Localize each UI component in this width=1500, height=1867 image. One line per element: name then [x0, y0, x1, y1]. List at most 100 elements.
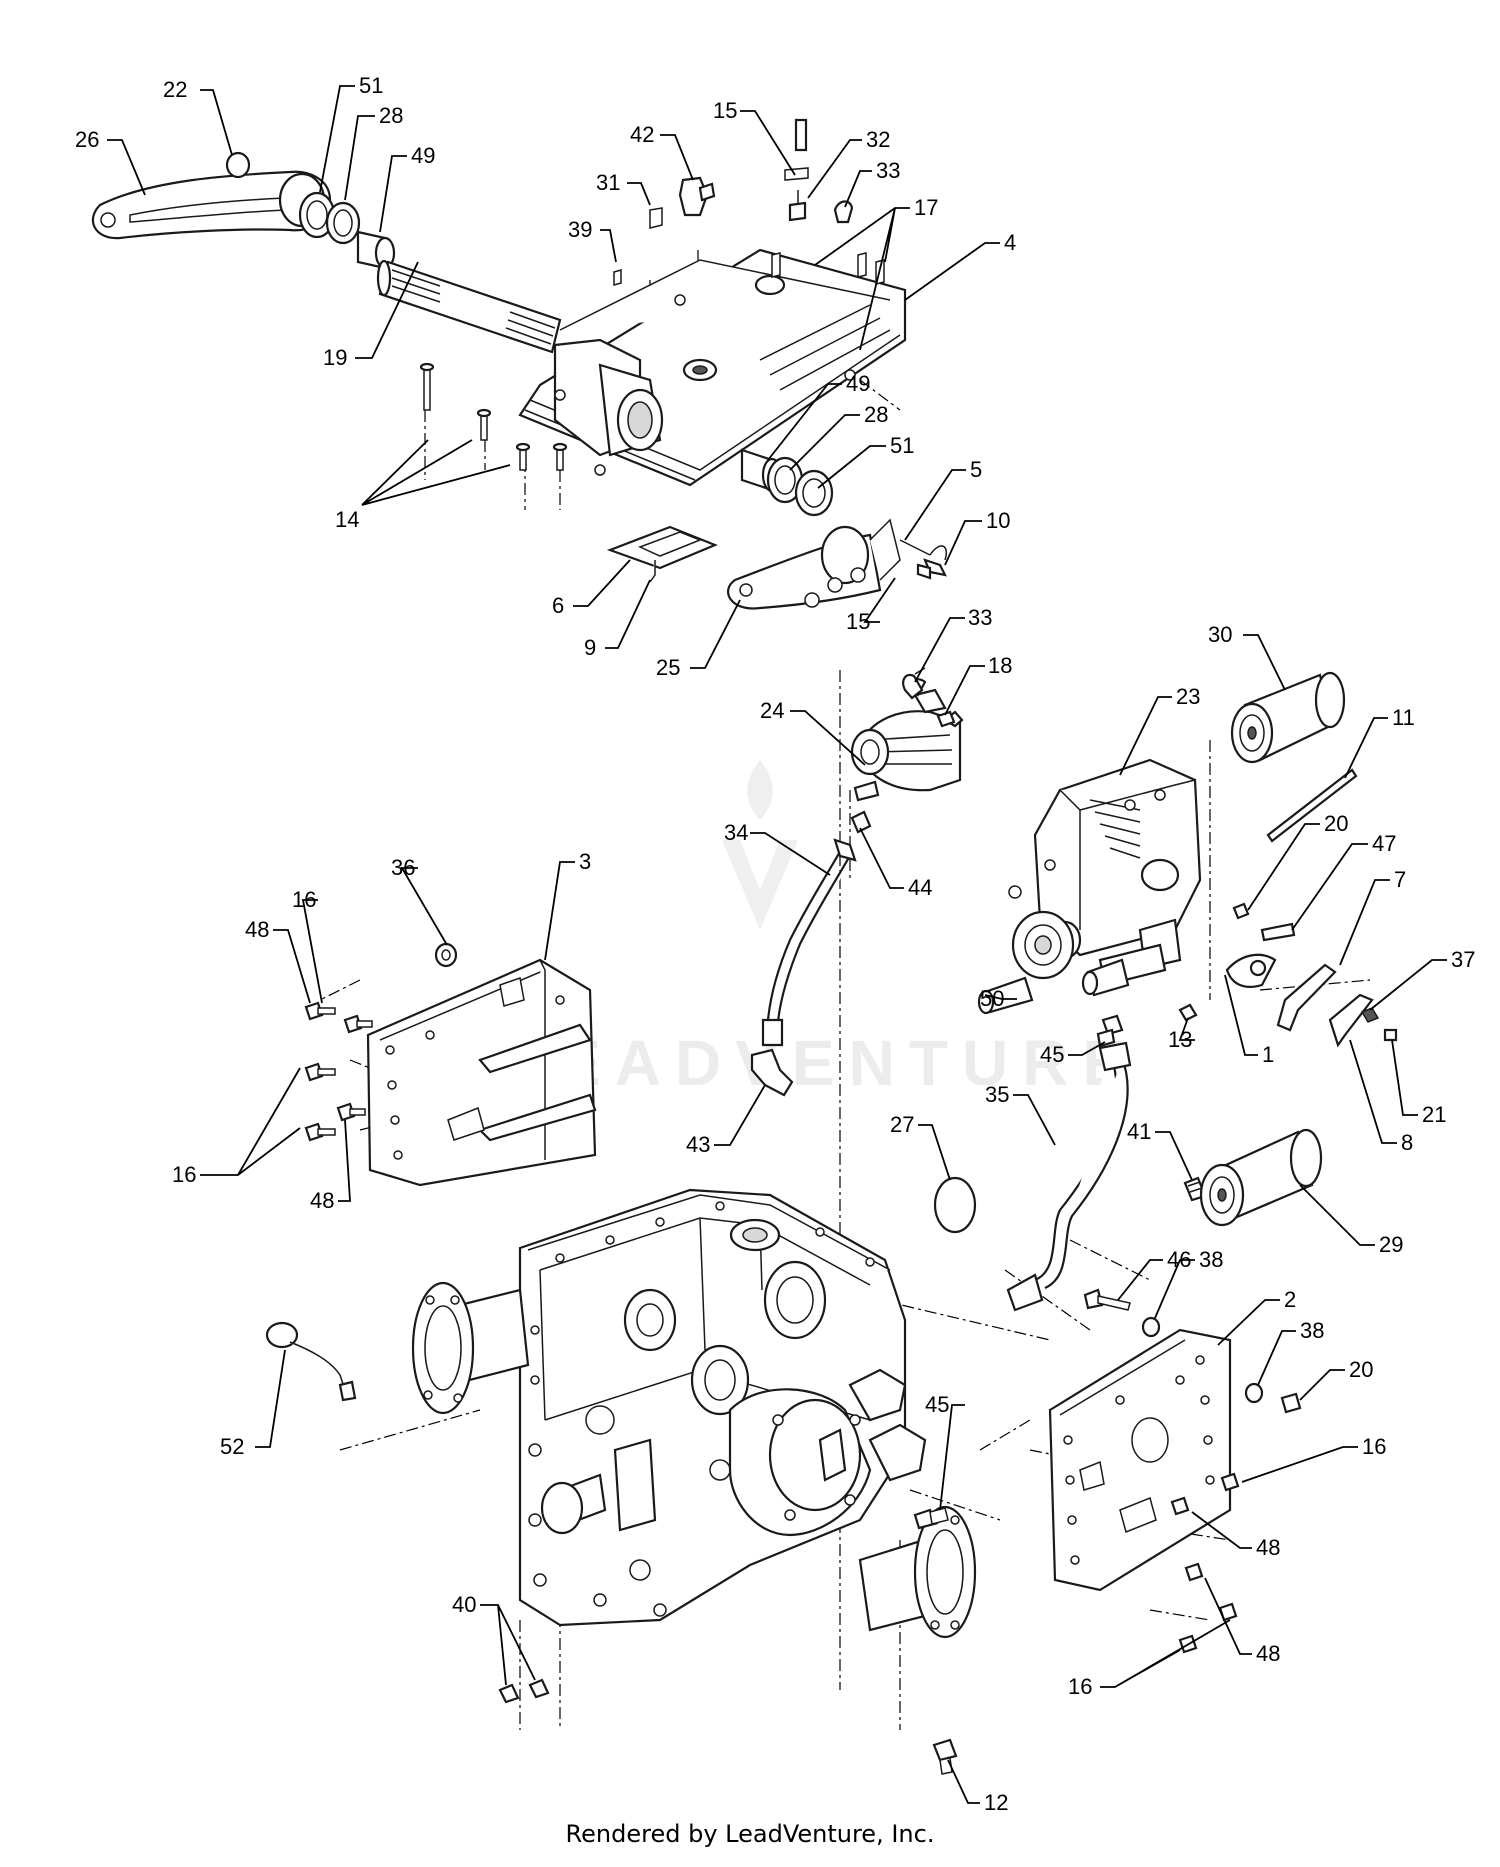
callout-2: 2: [1284, 1287, 1296, 1312]
part-25-lower-lever: [727, 518, 947, 610]
callout-13: 13: [1168, 1027, 1192, 1052]
part-36-washer: [434, 942, 458, 968]
watermark-logo: [722, 840, 798, 930]
callout-15-lower: 15: [846, 609, 870, 634]
callout-16: 16: [292, 887, 316, 912]
callout-4: 4: [1004, 230, 1016, 255]
callout-27: 27: [890, 1112, 914, 1137]
callout-6: 6: [552, 593, 564, 618]
part-4-top-cover: [518, 248, 907, 487]
callout-41: 41: [1127, 1119, 1151, 1144]
callout-21: 21: [1422, 1102, 1446, 1127]
part-19-splined-shaft: [376, 259, 562, 354]
callout-49-lower: 49: [846, 371, 870, 396]
callout-17: 17: [914, 195, 938, 220]
part-26-lever-arm: [91, 170, 332, 240]
callout-33: 33: [876, 158, 900, 183]
callout-34: 34: [724, 820, 748, 845]
part-44-fitting: [850, 810, 872, 834]
callout-37: 37: [1451, 947, 1475, 972]
callout-42: 42: [630, 122, 654, 147]
callout-24: 24: [760, 698, 784, 723]
callout-36: 36: [391, 855, 415, 880]
callout-48: 48: [245, 917, 269, 942]
callout-52: 52: [220, 1434, 244, 1459]
pump-linkage-hardware: [1178, 902, 1398, 1048]
part-30-filter: [1230, 671, 1346, 764]
callout-16-left: 16: [172, 1162, 196, 1187]
top-fittings: [613, 118, 885, 286]
part-40-plugs: [498, 1678, 550, 1704]
leader-lines: [107, 85, 1447, 1804]
callout-48-lower-right: 48: [1256, 1641, 1280, 1666]
part-27-o-ring: [933, 1176, 977, 1234]
callout-39: 39: [568, 217, 592, 242]
callout-47: 47: [1372, 831, 1396, 856]
callout-43: 43: [686, 1132, 710, 1157]
callout-labels: 22 26 51 28 49 19 42 31 39 15 32 33 17 4…: [75, 73, 1475, 1815]
callout-45: 45: [1040, 1042, 1064, 1067]
part-49-28-51-lower-seals: [740, 448, 834, 517]
left-bolts-16-48: [304, 1001, 373, 1142]
callout-9: 9: [584, 635, 596, 660]
callout-14: 14: [335, 507, 359, 532]
callout-30: 30: [1208, 622, 1232, 647]
gear-housing-cover: [728, 1368, 927, 1537]
callout-48-left: 48: [310, 1188, 334, 1213]
part-24-motor: [850, 678, 964, 802]
transaxle-housing: [518, 1188, 907, 1627]
callout-51: 51: [359, 73, 383, 98]
callout-44: 44: [908, 875, 932, 900]
callout-46: 46: [1167, 1247, 1191, 1272]
callout-50: 50: [980, 986, 1004, 1011]
part-52-sensor: [265, 1321, 357, 1402]
part-23-hydraulic-pump: [1008, 758, 1202, 987]
callout-15: 15: [713, 98, 737, 123]
part-29-filter: [1199, 1128, 1323, 1227]
right-washers-38-20: [1141, 1316, 1302, 1414]
callout-32: 32: [866, 127, 890, 152]
callout-51-lower: 51: [890, 433, 914, 458]
part-11-rod: [1266, 768, 1358, 843]
part-45-fitting-lower: [913, 1507, 949, 1530]
part-14-bolts: [419, 362, 568, 471]
callout-28: 28: [379, 103, 403, 128]
right-axle: [858, 1505, 977, 1639]
callout-26: 26: [75, 127, 99, 152]
callout-29: 29: [1379, 1232, 1403, 1257]
callout-48-right: 48: [1256, 1535, 1280, 1560]
part-43-elbow: [750, 1048, 794, 1097]
callout-12: 12: [984, 1790, 1008, 1815]
callout-19: 19: [323, 345, 347, 370]
callout-33-lower: 33: [968, 605, 992, 630]
callout-28-lower: 28: [864, 402, 888, 427]
callout-38-right: 38: [1300, 1318, 1324, 1343]
callout-45-lower: 45: [925, 1392, 949, 1417]
callout-20: 20: [1324, 811, 1348, 836]
part-2-right-bracket: [1048, 1328, 1232, 1592]
part-35-tube: [1006, 1041, 1132, 1312]
part-50-sleeve: [977, 958, 1130, 1015]
part-6-plate: [606, 525, 718, 583]
part-34-tube: [761, 838, 857, 1047]
left-axle: [411, 1281, 530, 1415]
callout-40: 40: [452, 1592, 476, 1617]
callout-31: 31: [596, 170, 620, 195]
part-22-ring: [225, 151, 251, 179]
callout-20-right: 20: [1349, 1357, 1373, 1382]
callout-1: 1: [1262, 1042, 1274, 1067]
callout-35: 35: [985, 1082, 1009, 1107]
callout-25: 25: [656, 655, 680, 680]
callout-16-right: 16: [1362, 1434, 1386, 1459]
callout-16-lower-right: 16: [1068, 1674, 1092, 1699]
callout-49: 49: [411, 143, 435, 168]
part-3-left-bracket: [366, 958, 597, 1187]
callout-7: 7: [1394, 867, 1406, 892]
callout-5: 5: [970, 457, 982, 482]
watermark: LEADVENTURE: [505, 760, 1125, 1099]
callout-23: 23: [1176, 684, 1200, 709]
part-45-fitting-upper: [1096, 1014, 1124, 1048]
part-46-bolt: [1083, 1288, 1131, 1311]
callout-11: 11: [1392, 705, 1415, 730]
